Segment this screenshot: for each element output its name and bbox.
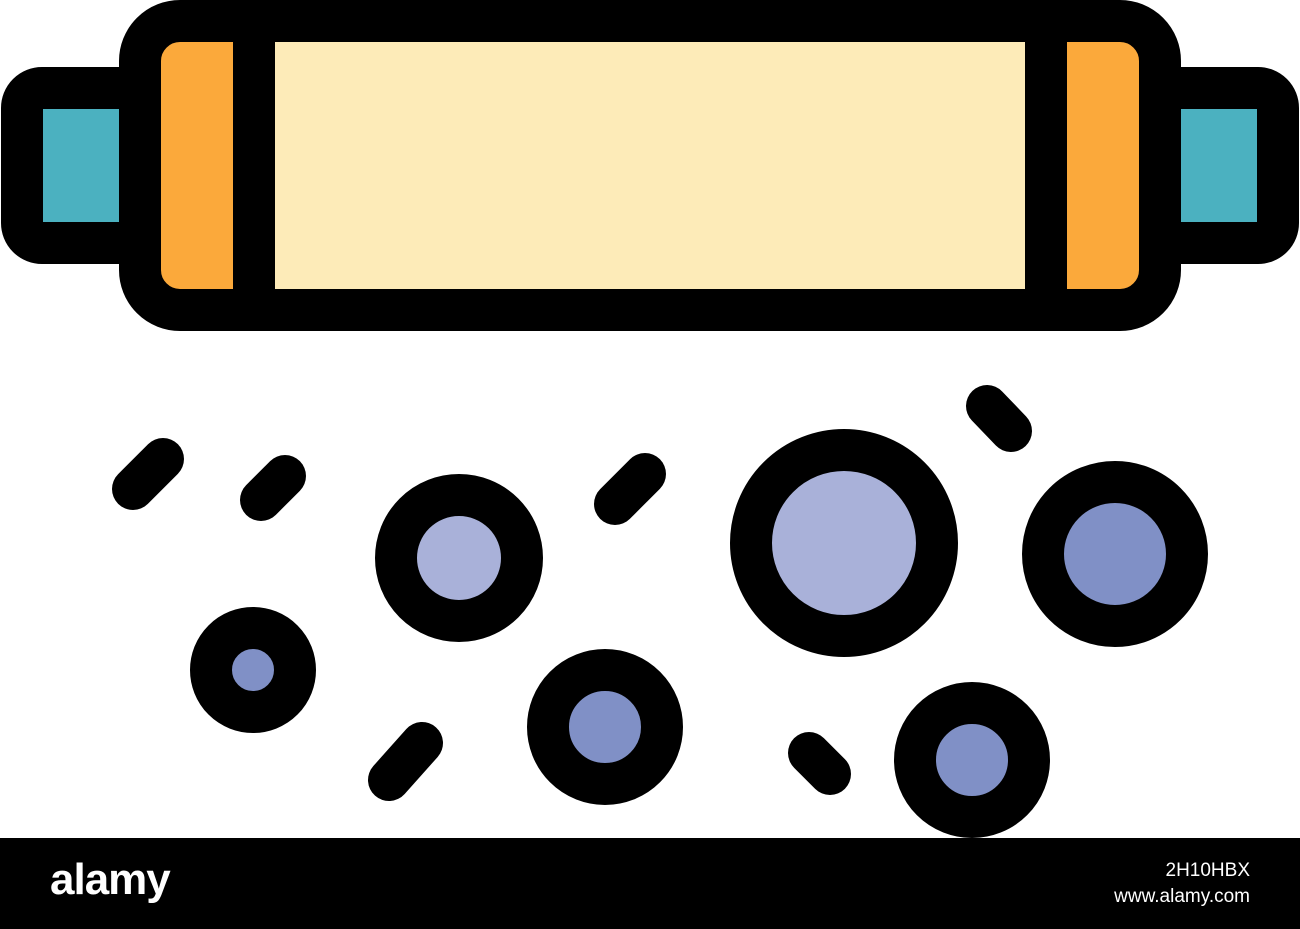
illustration [1,0,1299,838]
rolling-pin-icon [1,0,1299,331]
watermark-footer: alamy 2H10HBX www.alamy.com [0,838,1300,929]
dough-ball-icon [894,682,1050,838]
dough-balls [190,429,1208,838]
brand-logo: alamy [50,855,171,904]
dough-ball-icon [1022,461,1208,647]
crumb-icon [240,455,306,521]
crumb-icon [368,722,443,801]
crumb-icon [966,385,1032,452]
dough-ball-icon [375,474,543,642]
dough-ball-icon [527,649,683,805]
rolling-pin-illustration [1,0,1299,838]
image-id: 2H10HBX [1165,860,1251,881]
crumb-icon [112,438,184,510]
site-url: www.alamy.com [1114,886,1250,907]
crumb-icon [594,453,666,525]
crumbs [112,385,1032,801]
dough-ball-icon [730,429,958,657]
crumb-icon [788,732,851,795]
pin-center-panel [233,0,1067,331]
dough-ball-icon [190,607,316,733]
